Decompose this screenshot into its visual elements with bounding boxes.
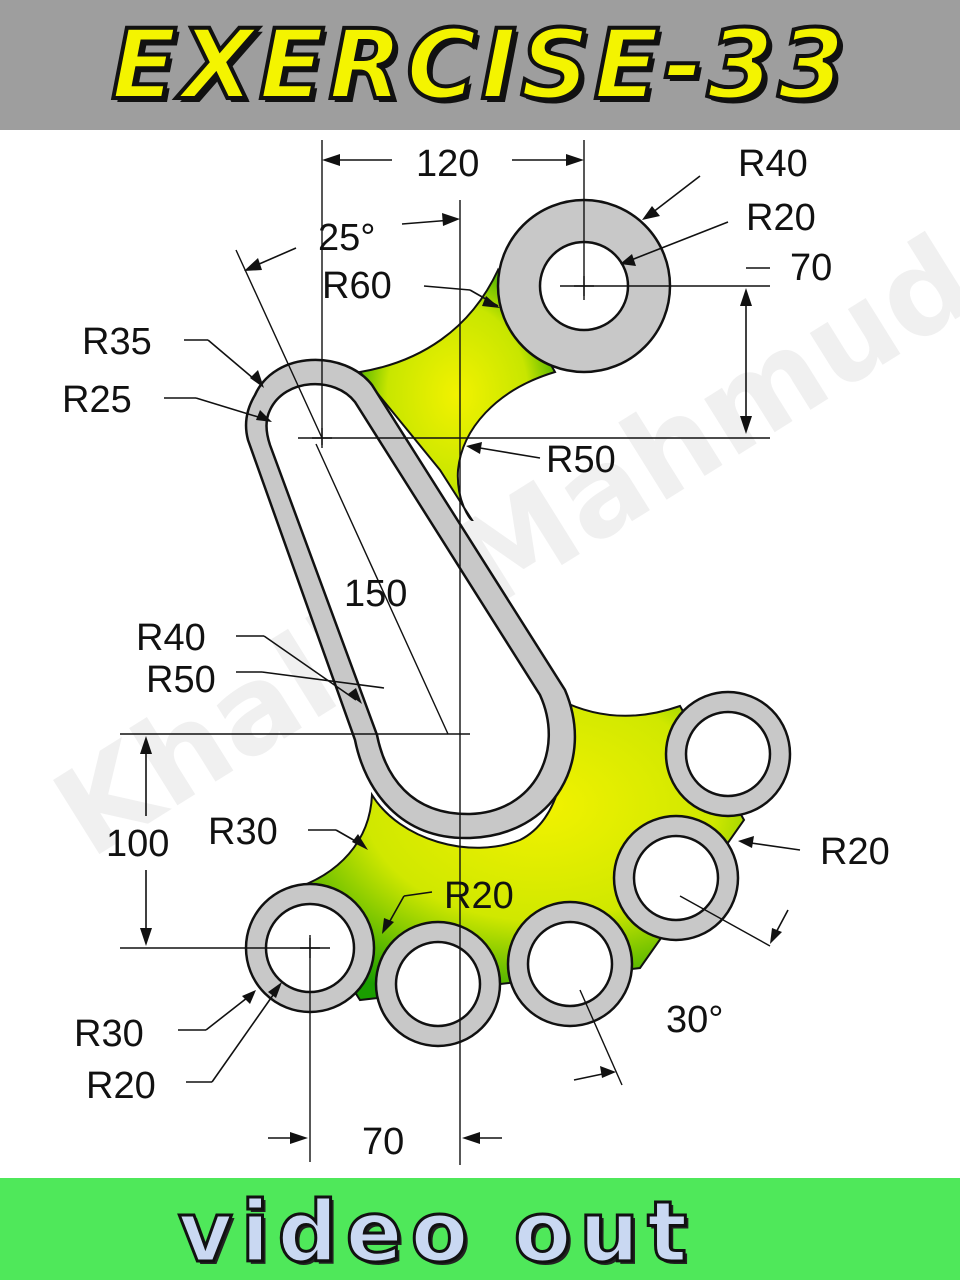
arrowheads bbox=[140, 154, 782, 1144]
boss-3-hole bbox=[526, 920, 614, 1008]
dimension-lines bbox=[145, 159, 801, 1139]
boss-5-hole bbox=[684, 710, 772, 798]
dim-r20-top: R20 bbox=[746, 197, 816, 239]
dim-150: 150 bbox=[344, 573, 407, 615]
upper-web-fill bbox=[358, 267, 557, 522]
dim-r20-inner: R20 bbox=[444, 875, 514, 917]
exercise-title: EXERCISE-33 bbox=[109, 7, 849, 123]
dim-angle-25: 25° bbox=[318, 217, 375, 259]
center-marks bbox=[300, 276, 594, 958]
dim-r50-mid: R50 bbox=[546, 439, 616, 481]
dim-70-vertical: 70 bbox=[790, 247, 832, 289]
dim-r20-bottom: R20 bbox=[86, 1065, 156, 1107]
center-lines bbox=[120, 140, 771, 1165]
dim-r30-fillet: R30 bbox=[208, 811, 278, 853]
title-banner bbox=[0, 0, 960, 130]
dim-r40-slot: R40 bbox=[136, 617, 206, 659]
dim-100: 100 bbox=[106, 823, 169, 865]
video-out-label: video out bbox=[176, 1182, 696, 1281]
dim-r40-top: R40 bbox=[738, 143, 808, 185]
dim-r20-right: R20 bbox=[820, 831, 890, 873]
boss-2-hole bbox=[394, 940, 482, 1028]
dim-r25: R25 bbox=[62, 379, 132, 421]
dim-angle-30: 30° bbox=[666, 999, 723, 1041]
dim-70-horizontal: 70 bbox=[362, 1121, 404, 1163]
dim-r30-bottom: R30 bbox=[74, 1013, 144, 1055]
dim-r35: R35 bbox=[82, 321, 152, 363]
footer-banner bbox=[0, 1178, 960, 1280]
dim-r50-slot: R50 bbox=[146, 659, 216, 701]
dim-r60: R60 bbox=[322, 265, 392, 307]
technical-drawing: Khalid Mahmud bbox=[32, 140, 960, 1165]
boss-4-hole bbox=[632, 834, 720, 922]
dim-120: 120 bbox=[416, 143, 479, 185]
